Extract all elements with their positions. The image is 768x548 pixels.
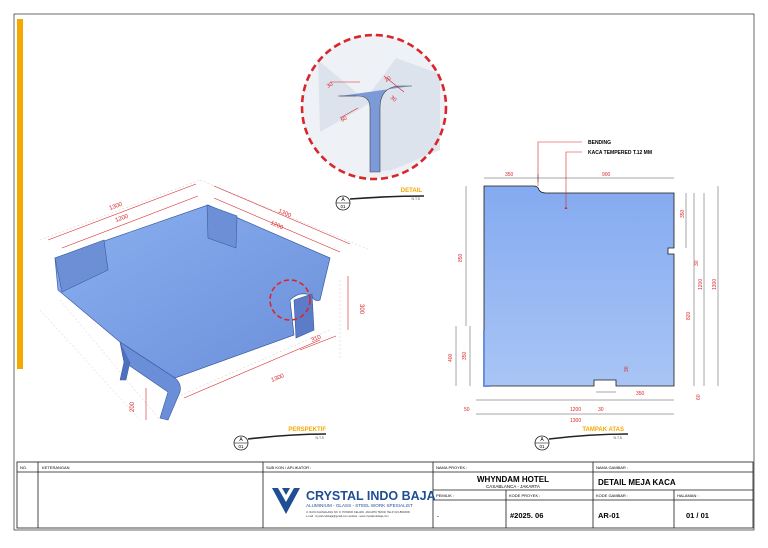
plan-dim-bottom-c: 30 [598, 407, 604, 413]
persp-dim-right-outer: 1300 [277, 208, 292, 219]
persp-dim-right-inner: 1200 [269, 220, 284, 231]
persp-dim-height: 300 [358, 304, 364, 315]
tb-subkon-header: SUB KON / APLIKATOR : [266, 465, 311, 470]
plan-label: TAMPAK ATAS [582, 427, 624, 433]
plan-dim-right-outer-a: 1200 [698, 279, 704, 290]
tb-project-location: CASABLANCA - JAKARTA [486, 484, 540, 489]
plan-dim-top-left: 350 [505, 172, 514, 178]
perspective-scale: N.T.S [315, 436, 324, 440]
tb-keterangan-header: KETERANGAN [42, 465, 70, 470]
plan-dim-right-outer-b: 1300 [712, 279, 718, 290]
detail-dim-2: 20 [384, 75, 392, 83]
plan-dim-left-lower-a: 400 [448, 353, 454, 362]
plan-view: BENDING KACA TEMPERED T.12 MM 350 900 85… [448, 140, 719, 424]
tb-company-contact: e-mail : crystal.indobaja@gmail.com webs… [306, 514, 389, 518]
detail-marker: A 01 DETAIL N.T.S [335, 188, 425, 211]
tb-page-value: 01 / 01 [686, 511, 709, 520]
sheet-border [13, 13, 755, 531]
detail-dim-4: 60 [340, 115, 348, 123]
plan-marker: A 01 TAMPAK ATAS N.T.S [534, 427, 629, 451]
tb-project-code: #2025. 06 [510, 511, 543, 520]
plan-marker-bottom: 01 [539, 444, 545, 449]
tb-drawing-code-header: KODE GAMBAR : [596, 493, 628, 498]
detail-dim-3: 30 [389, 95, 398, 104]
plan-callout-glass: KACA TEMPERED T.12 MM [588, 150, 652, 156]
perspective-table-top [54, 204, 331, 379]
persp-dim-top-outer: 1300 [109, 201, 124, 211]
tb-drawing-name: DETAIL MEJA KACA [598, 478, 676, 487]
perspective-label: PERSPEKTIF [288, 427, 326, 433]
plan-dim-bottom-notch: 350 [636, 391, 645, 397]
persp-dim-top-inner: 1200 [115, 213, 130, 223]
tb-page-header: HALAMAN : [677, 493, 699, 498]
tb-owner-value: - [437, 514, 439, 520]
plan-dim-right-b: 30 [694, 260, 700, 266]
plan-dim-inner-small: 30 [624, 366, 630, 372]
tb-drawing-code: AR-01 [598, 511, 620, 520]
plan-dim-bottom-total: 1300 [570, 418, 581, 424]
persp-dim-leg: 200 [130, 401, 136, 412]
plan-marker-top: A [540, 437, 544, 443]
perspective-view: 1300 1200 1300 1200 300 310 1300 200 [39, 179, 371, 421]
tb-project-name: WHYNDAM HOTEL [477, 475, 549, 484]
plan-dim-bottom-a: 50 [464, 407, 470, 413]
perspective-marker: A 01 PERSPEKTIF N.T.S [233, 427, 326, 451]
tb-company-tagline: ALUMINIUM - GLASS - STEEL WORK SPESIALIS… [306, 503, 413, 508]
plan-dim-left-lower-b: 350 [462, 351, 468, 360]
plan-dim-right-a: 350 [680, 209, 686, 218]
tb-company-name: CRYSTAL INDO BAJA [306, 489, 436, 503]
plan-callout-bending: BENDING [588, 140, 611, 146]
tb-project-name-header: NAMA PROYEK : [436, 465, 467, 470]
detail-marker-top: A [341, 197, 345, 203]
plan-dim-right-small: 60 [696, 394, 702, 400]
tb-no-header: NO. [20, 465, 27, 470]
plan-dim-top-right: 900 [602, 172, 611, 178]
plan-dim-left-upper: 850 [458, 253, 464, 262]
perspective-detail-callout [269, 279, 311, 321]
accent-stripe [17, 19, 23, 369]
detail-view: 30 20 30 60 [300, 33, 448, 181]
detail-scale: N.T.S [411, 197, 420, 201]
detail-circle-outline [300, 33, 448, 181]
detail-dim-1: 30 [326, 81, 334, 89]
tb-project-code-header: KODE PROYEK : [509, 493, 540, 498]
persp-dim-notch: 310 [311, 334, 323, 344]
plan-dim-right-c: 820 [686, 311, 692, 320]
plan-dim-bottom-b: 1200 [570, 407, 581, 413]
persp-dim-bottom: 1300 [271, 373, 286, 384]
persp-marker-bottom: 01 [238, 444, 244, 449]
detail-label: DETAIL [401, 188, 423, 194]
company-logo [272, 488, 300, 514]
detail-marker-bottom: 01 [340, 204, 346, 209]
tb-owner-header: PEMILIK : [436, 493, 454, 498]
title-block-text: NO. KETERANGAN SUB KON / APLIKATOR : NAM… [20, 465, 709, 520]
persp-marker-top: A [239, 437, 243, 443]
plan-glass-panel [483, 185, 675, 387]
tb-drawing-name-header: NAMA GAMBAR : [596, 465, 628, 470]
plan-scale: N.T.S [613, 436, 622, 440]
title-block [16, 461, 754, 529]
tb-company-address: Jl. RAYA KALIMALANG NO. 8, PONDOK KELAPA… [306, 510, 410, 514]
